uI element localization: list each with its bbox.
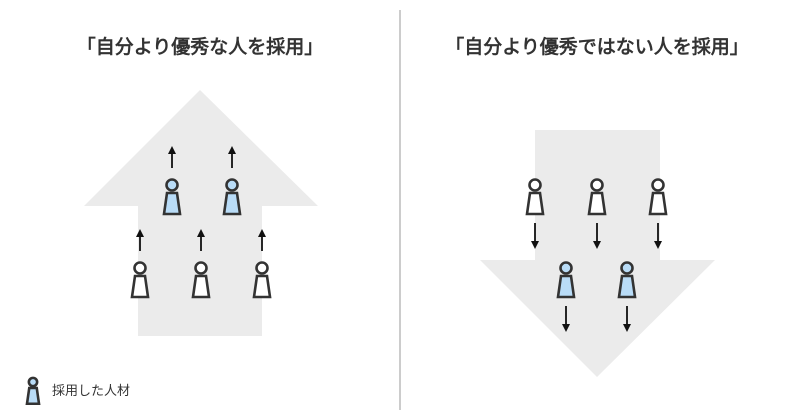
down-arrow-icon: [654, 223, 662, 249]
up-arrow-icon: [228, 146, 236, 168]
person-icon: [252, 261, 272, 299]
person-icon: [525, 178, 545, 216]
hired-person-icon: [556, 261, 576, 299]
down-arrow-shape: [480, 130, 715, 377]
hired-person-icon: [222, 178, 242, 216]
right-panel-title: 「自分より優秀ではない人を採用」: [445, 36, 749, 58]
down-arrow-icon: [593, 223, 601, 249]
left-panel-title: 「自分より優秀な人を採用」: [76, 36, 324, 58]
hired-person-icon: [162, 178, 182, 216]
person-icon: [130, 261, 150, 299]
down-arrow-icon: [562, 306, 570, 332]
up-arrow-icon: [197, 229, 205, 251]
up-arrow-icon: [136, 229, 144, 251]
down-arrow-icon: [623, 306, 631, 332]
down-arrow-icon: [531, 223, 539, 249]
person-icon: [191, 261, 211, 299]
person-icon: [587, 178, 607, 216]
up-arrow-icon: [258, 229, 266, 251]
up-arrow-shape: [84, 90, 318, 336]
person-icon: [648, 178, 668, 216]
hired-person-icon: [25, 376, 41, 406]
hired-person-icon: [617, 261, 637, 299]
up-arrow-icon: [168, 146, 176, 168]
legend-label: 採用した人材: [52, 384, 131, 399]
